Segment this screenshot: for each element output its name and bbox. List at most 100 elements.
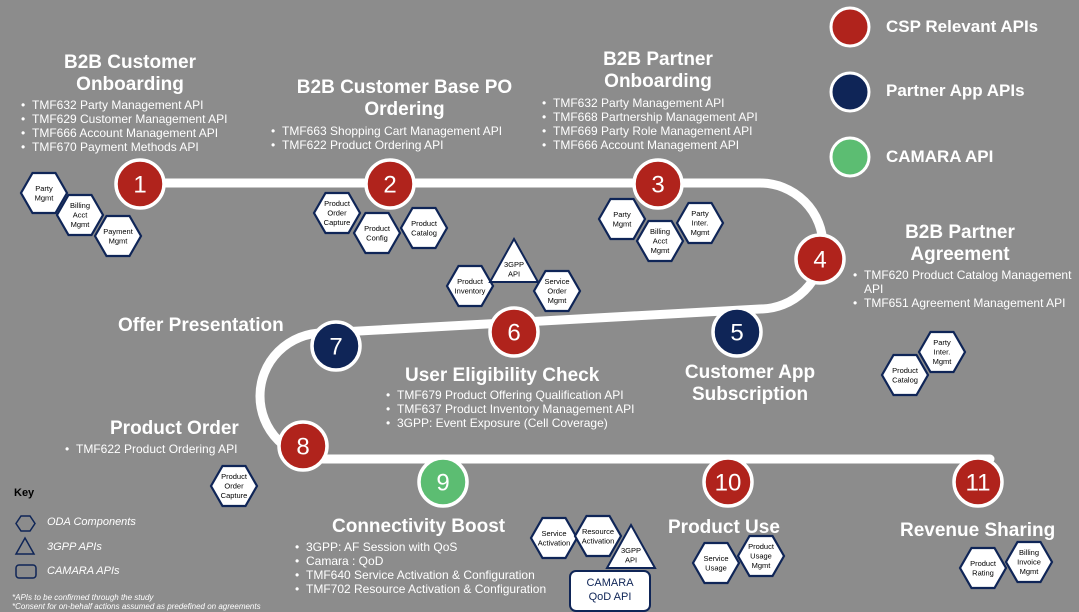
step-2-marker: 2 — [364, 158, 416, 210]
component-label: Party — [35, 184, 53, 193]
key-shapes — [14, 515, 37, 579]
key-title: Key — [14, 487, 35, 499]
step-11-marker: 11 — [952, 456, 1004, 508]
oda-components: PartyMgmtBillingAcctMgmtPaymentMgmtProdu… — [19, 171, 1054, 590]
step-number: 9 — [436, 470, 449, 497]
key-rectangle-icon — [15, 564, 37, 579]
component-label: Usage — [705, 563, 727, 572]
step-number: 1 — [133, 172, 146, 199]
component-label: Mgmt — [752, 561, 772, 570]
component-label: Billing — [650, 227, 670, 236]
legend-marker-csp — [829, 6, 871, 48]
component-label: Catalog — [892, 375, 918, 384]
section-2-apis: TMF663 Shopping Cart Management APITMF62… — [266, 124, 502, 152]
component-label: Order — [547, 287, 567, 296]
gpp-api-label: 3GPP — [621, 546, 641, 555]
footnote-2: *Consent for on-behalf actions assumed a… — [12, 602, 261, 611]
footnote-1: *APIs to be confirmed through the study — [12, 593, 154, 602]
gpp-api-label: API — [508, 269, 520, 278]
component-label: Mgmt — [691, 228, 711, 237]
component-label: Mgmt — [933, 357, 953, 366]
step-number: 2 — [383, 172, 396, 199]
component-label: Rating — [972, 568, 994, 577]
component-label: Billing — [70, 201, 90, 210]
component-label: Product — [411, 219, 438, 228]
section-8-apis: TMF622 Product Ordering API — [60, 442, 237, 456]
step-number: 8 — [296, 434, 309, 461]
component-label: Order — [224, 482, 244, 491]
section-4-apis: TMF620 Product Catalog Management APITMF… — [848, 268, 1074, 310]
component-label: Mgmt — [613, 219, 633, 228]
section-6-title: User Eligibility Check — [405, 365, 600, 386]
gpp-api-label: 3GPP — [504, 260, 524, 269]
component-label: Resource — [582, 527, 614, 536]
component-label: Service — [703, 554, 728, 563]
key-label-3gpp: 3GPP APIs — [47, 541, 102, 553]
component-label: Product — [221, 472, 248, 481]
component-label: Mgmt — [35, 193, 55, 202]
key-label-oda: ODA Components — [47, 516, 136, 528]
component-label: Inventory — [455, 286, 486, 295]
component-label: Mgmt — [109, 236, 129, 245]
component-label: Product — [970, 559, 997, 568]
section-3-apis: TMF632 Party Management APITMF668 Partne… — [537, 96, 758, 152]
component-label: Acct — [73, 211, 89, 220]
section-9-title: Connectivity Boost — [332, 516, 506, 537]
section-1-apis: TMF632 Party Management APITMF629 Custom… — [16, 98, 227, 154]
component-label: Mgmt — [548, 296, 568, 305]
step-7-marker: 7 — [310, 320, 362, 372]
legend-label-camara: CAMARA API — [886, 147, 994, 166]
component-label: Catalog — [411, 228, 437, 237]
component-label: Product — [324, 199, 351, 208]
component-label: Billing — [1019, 548, 1039, 557]
step-1-marker: 1 — [114, 158, 166, 210]
step-number: 5 — [730, 320, 743, 347]
camara-box-label: QoD API — [589, 591, 632, 603]
step-3-marker: 3 — [632, 158, 684, 210]
component-label: Order — [327, 209, 347, 218]
legend-marker-camara — [829, 136, 871, 178]
component-label: Product — [457, 277, 484, 286]
step-number: 11 — [966, 470, 991, 497]
camara-box — [569, 570, 651, 612]
component-label: Service — [544, 277, 569, 286]
section-8-title: Product Order — [110, 418, 239, 439]
step-number: 6 — [507, 320, 520, 347]
component-label: Product — [364, 224, 391, 233]
component-label: Party — [933, 338, 951, 347]
step-number: 7 — [329, 334, 342, 361]
component-label: Capture — [324, 218, 351, 227]
legend-markers — [829, 6, 871, 178]
component-label: Party — [613, 210, 631, 219]
component-label: Party — [691, 209, 709, 218]
component-label: Inter. — [934, 348, 951, 357]
step-4-marker: 4 — [794, 233, 846, 285]
component-label: Payment — [103, 227, 134, 236]
component-label: Product — [748, 542, 775, 551]
